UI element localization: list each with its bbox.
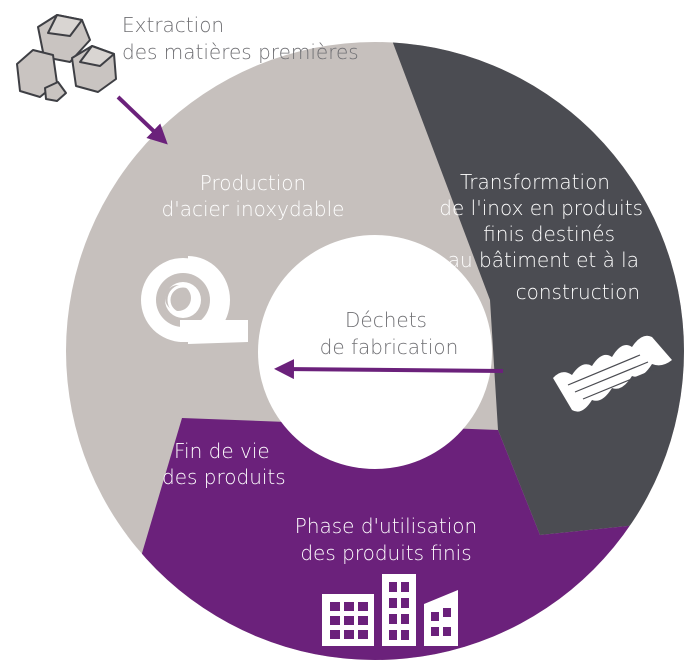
center-circle [258,235,492,469]
production-label-line1: Production [200,171,306,195]
end-of-life-label-line2: des produits [162,465,286,489]
production-label-line2: d'acier inoxydable [162,197,345,221]
extraction-title: Extraction [122,13,224,37]
transformation-label-line1: Transformation [460,170,610,194]
rocks-icon [16,14,117,102]
transformation-label-line5: construction [516,280,640,304]
center-label-line1: Déchets [345,308,427,332]
transformation-label-line3: finis destinés [483,222,615,246]
buildings-icon [322,574,458,646]
use-phase-segment [90,418,684,660]
transformation-label-line4: au bâtiment et à la [448,248,639,272]
end-of-life-label-line1: Fin de vie [174,439,270,463]
extraction-subtitle: des matières premières [122,40,359,64]
transformation-label-line2: de l'inox en produits [439,196,643,220]
use-phase-label-line1: Phase d'utilisation [295,514,477,538]
corrugated-sheet-icon [553,335,672,412]
use-phase-label-line2: des produits finis [300,541,471,565]
transformation-segment [390,42,684,535]
extraction-arrow [116,95,168,145]
steel-coil-icon [141,256,248,344]
center-label-line2: de fabrication [320,335,459,359]
waste-arrow [274,359,504,380]
